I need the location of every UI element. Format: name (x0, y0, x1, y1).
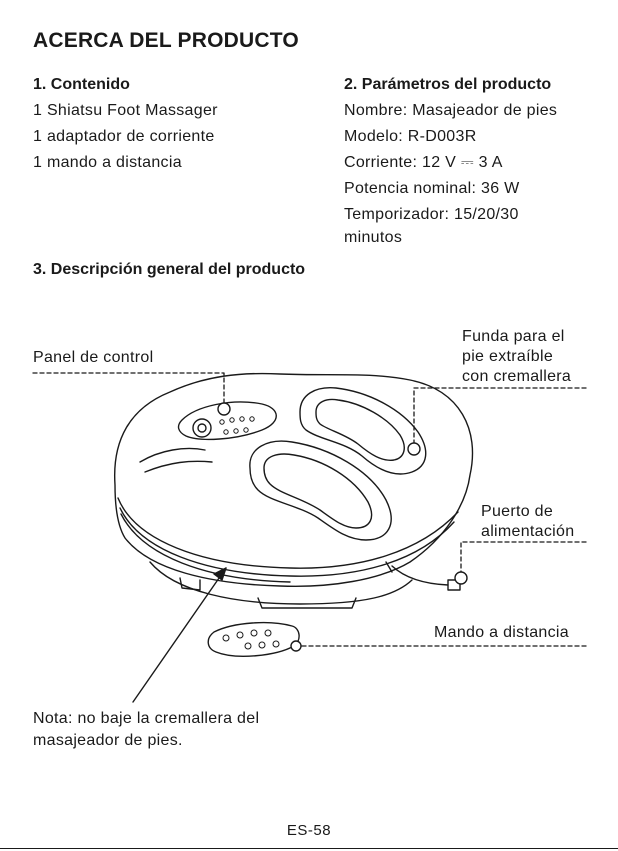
callout-foot-cover-line2: pie extraíble (462, 348, 554, 365)
param-power: Potencia nominal: 36 W (344, 180, 520, 197)
param-name: Nombre: Masajeador de pies (344, 102, 558, 119)
foot-cavity-right-outer (299, 387, 427, 475)
foot-cavity-left-outer (249, 440, 392, 541)
callout-foot-cover-line1: Funda para el (462, 328, 565, 345)
control-knob-center (197, 423, 207, 433)
callout-power-port-line1: Puerto de (481, 503, 554, 520)
contents-section: 1. Contenido 1 Shiatsu Foot Massager 1 a… (33, 74, 313, 176)
param-timer: Temporizador: 15/20/30 (344, 206, 519, 223)
callout-remote: Mando a distancia (434, 624, 569, 641)
note-arrow-head (213, 567, 227, 581)
leader-power-port (460, 541, 587, 575)
power-port (385, 561, 393, 573)
base-notch (179, 577, 201, 591)
callout-leaders (32, 372, 587, 647)
contents-heading: 1. Contenido (33, 76, 130, 93)
callout-power-port-line2: alimentación (481, 523, 575, 540)
contents-item: 1 Shiatsu Foot Massager (33, 102, 218, 119)
callout-dots (217, 402, 468, 652)
foot-cavity-left-inner (263, 453, 373, 529)
note-line1: Nota: no baje la cremallera del (33, 710, 260, 727)
note-arrow-line (132, 567, 227, 703)
bottom-rule (0, 848, 618, 849)
leader-foot-cover (413, 387, 587, 445)
massager-shell (113, 372, 474, 587)
remote-control (207, 621, 300, 657)
note-line2: masajeador de pies. (33, 732, 183, 749)
param-model: Modelo: R-D003R (344, 128, 477, 145)
zipper-band-outer (117, 497, 459, 569)
shell-highlight (144, 460, 213, 473)
page-number: ES-58 (286, 822, 332, 839)
contents-item: 1 mando a distancia (33, 154, 182, 171)
foot-cavity-right-inner (315, 398, 405, 461)
base-foot (257, 597, 357, 609)
page-title: ACERCA DEL PRODUCTO (33, 29, 299, 52)
power-cable (391, 565, 449, 586)
control-panel-buttons (219, 416, 255, 435)
overview-heading: 3. Descripción general del producto (33, 261, 306, 278)
param-timer-cont: minutos (344, 229, 403, 246)
shell-highlight (139, 447, 206, 463)
remote-buttons (222, 629, 280, 650)
param-current: Corriente: 12 V ⎓ 3 A (344, 154, 503, 171)
parameters-heading: 2. Parámetros del producto (344, 76, 552, 93)
control-knob (192, 418, 212, 438)
zipper-line (120, 513, 291, 583)
zipper-band-inner (119, 507, 455, 577)
contents-item: 1 adaptador de corriente (33, 128, 215, 145)
callout-control-panel: Panel de control (33, 349, 154, 366)
callout-foot-cover-line3: con cremallera (462, 368, 572, 385)
leader-control-panel (32, 372, 225, 405)
massager-base (149, 561, 413, 605)
parameters-section: 2. Parámetros del producto Nombre: Masaj… (344, 74, 604, 248)
